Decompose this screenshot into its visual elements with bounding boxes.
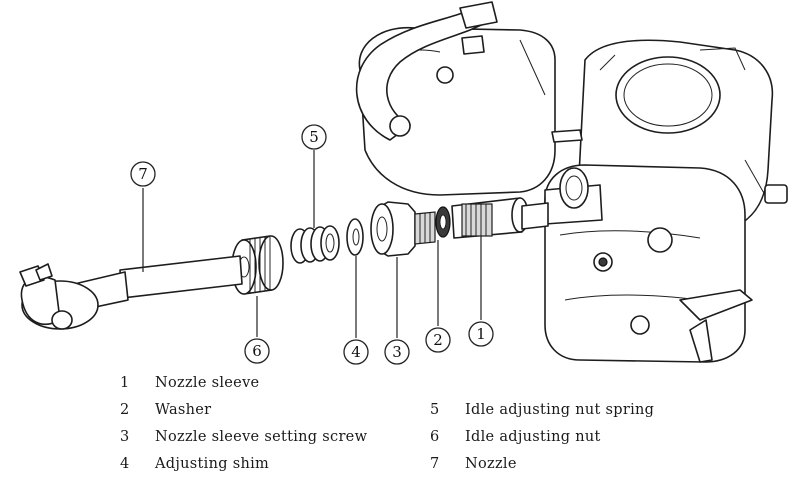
adjusting-shim-part xyxy=(346,218,364,256)
callout-3-label: 3 xyxy=(392,343,402,361)
legend-number: 2 xyxy=(120,402,130,418)
legend-number: 6 xyxy=(430,429,440,445)
legend-number: 5 xyxy=(430,402,440,418)
callout-2: 2 xyxy=(425,327,451,353)
callout-1-label: 1 xyxy=(476,325,486,343)
callout-2-label: 2 xyxy=(433,331,443,349)
legend-number: 7 xyxy=(430,456,440,472)
callout-7: 7 xyxy=(130,161,156,187)
callout-4: 4 xyxy=(343,339,369,365)
nozzle-sleeve-part xyxy=(451,197,549,239)
legend-number: 4 xyxy=(120,456,130,472)
legend-label: Adjusting shim xyxy=(155,456,270,472)
carburetor-body xyxy=(355,1,788,363)
setting-screw-part xyxy=(370,201,436,257)
callout-1: 1 xyxy=(468,321,494,347)
legend-label: Nozzle sleeve xyxy=(155,375,260,391)
legend-label: Nozzle sleeve setting screw xyxy=(155,429,368,445)
legend-number: 1 xyxy=(120,375,130,391)
callout-6: 6 xyxy=(244,338,270,364)
parts-legend: 1 Nozzle sleeve 2 Washer 3 Nozzle sleeve… xyxy=(0,372,804,492)
nozzle-part xyxy=(19,255,243,330)
callout-5: 5 xyxy=(301,124,327,150)
exploded-view-diagram: 7 5 6 4 3 2 1 xyxy=(19,1,788,365)
legend-number: 3 xyxy=(120,429,130,445)
callout-3: 3 xyxy=(384,339,410,365)
legend-label: Nozzle xyxy=(465,456,517,472)
nut-spring-part xyxy=(290,225,340,264)
callout-5-label: 5 xyxy=(309,128,319,146)
legend-label: Idle adjusting nut spring xyxy=(465,402,655,418)
washer-part xyxy=(435,206,451,238)
legend-label: Idle adjusting nut xyxy=(465,429,601,445)
callout-7-label: 7 xyxy=(138,165,148,183)
callout-4-label: 4 xyxy=(351,343,361,361)
legend-label: Washer xyxy=(155,402,212,418)
callout-6-label: 6 xyxy=(252,342,262,360)
